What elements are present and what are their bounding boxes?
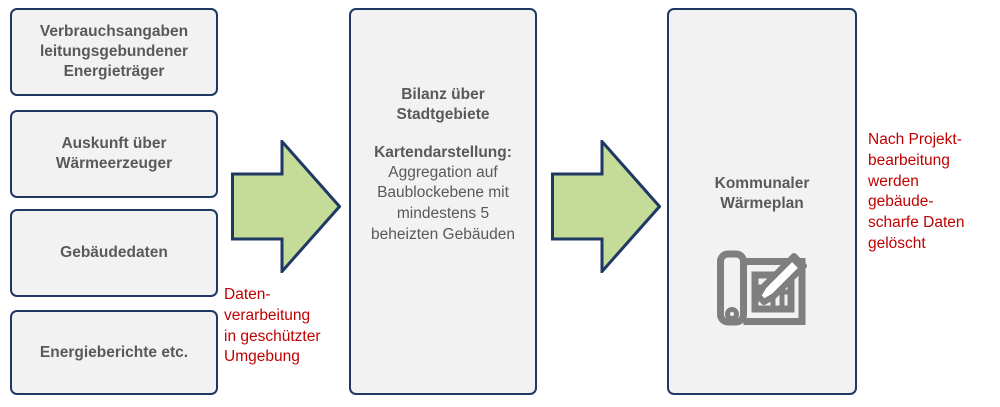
process-box-subheading: Kartendarstellung: (374, 143, 512, 161)
output-box-waermeplan: Kommunaler Wärmeplan (667, 8, 857, 395)
input-box-label: Energieberichte etc. (39, 343, 189, 361)
process-box-content: Bilanz über Stadtgebiete Kartendarstellu… (351, 85, 535, 245)
process-box-spacer (357, 126, 529, 143)
input-box-label: Auskunft über Wärmeerzeuger (55, 135, 173, 172)
output-box-title: Kommunaler Wärmeplan (714, 175, 810, 213)
input-box-label: Verbrauchsangaben leitungsgebundener Ene… (39, 23, 189, 80)
process-box-title: Bilanz über Stadtgebiete (396, 86, 490, 124)
input-box-auskunft-waermeerzeuger: Auskunft über Wärmeerzeuger (10, 110, 218, 198)
arrow-inputs-to-process (231, 137, 342, 276)
blueprint-plan-pencil-icon (714, 242, 810, 334)
input-box-energieberichte: Energieberichte etc. (10, 310, 218, 395)
input-box-gebaeudedaten: Gebäudedaten (10, 209, 218, 297)
arrow-process-to-output (551, 137, 662, 276)
process-box-body: Aggregation auf Baublockebene mit mindes… (371, 163, 515, 243)
process-box-bilanz: Bilanz über Stadtgebiete Kartendarstellu… (349, 8, 537, 395)
right-arrow-icon (231, 137, 342, 276)
right-arrow-icon (551, 137, 662, 276)
input-box-label: Gebäudedaten (60, 244, 168, 262)
note-data-deletion: Nach Projekt- bearbeitung werden gebäude… (868, 131, 965, 252)
input-box-verbrauchsangaben: Verbrauchsangaben leitungsgebundener Ene… (10, 8, 218, 96)
pencil-icon (755, 253, 807, 306)
blueprint-plan-pencil-glyph (717, 250, 807, 326)
note-secure-processing: Daten- verarbeitung in geschützter Umgeb… (224, 286, 321, 366)
